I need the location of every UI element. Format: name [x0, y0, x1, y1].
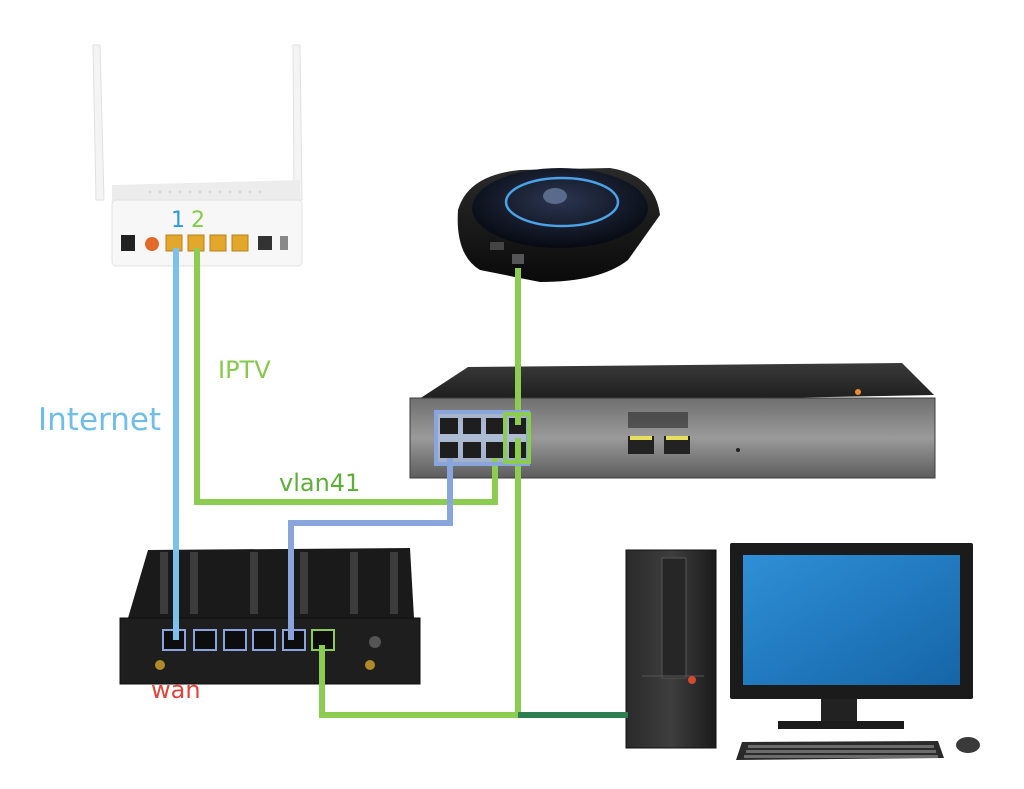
stb-light-ring: [504, 176, 620, 228]
router-port-1-label: 1: [171, 208, 185, 233]
pc-mouse: [956, 737, 980, 753]
router-port-2-label: 2: [191, 208, 205, 233]
desktop-pc: [625, 543, 980, 760]
cable-iptv: [194, 248, 521, 718]
switch-port-highlight: [503, 412, 531, 464]
wan-label: wan: [151, 676, 201, 704]
soft-router: [119, 548, 421, 685]
internet-label: Internet: [38, 402, 162, 438]
iptv-set-top-box: [457, 168, 660, 282]
optical-modem-router: [92, 44, 303, 267]
vlan-label: vlan41: [279, 469, 361, 497]
network-switch: [409, 363, 936, 479]
iptv-label: IPTV: [218, 356, 271, 384]
antenna-right: [292, 44, 303, 201]
antenna-left: [92, 44, 105, 201]
